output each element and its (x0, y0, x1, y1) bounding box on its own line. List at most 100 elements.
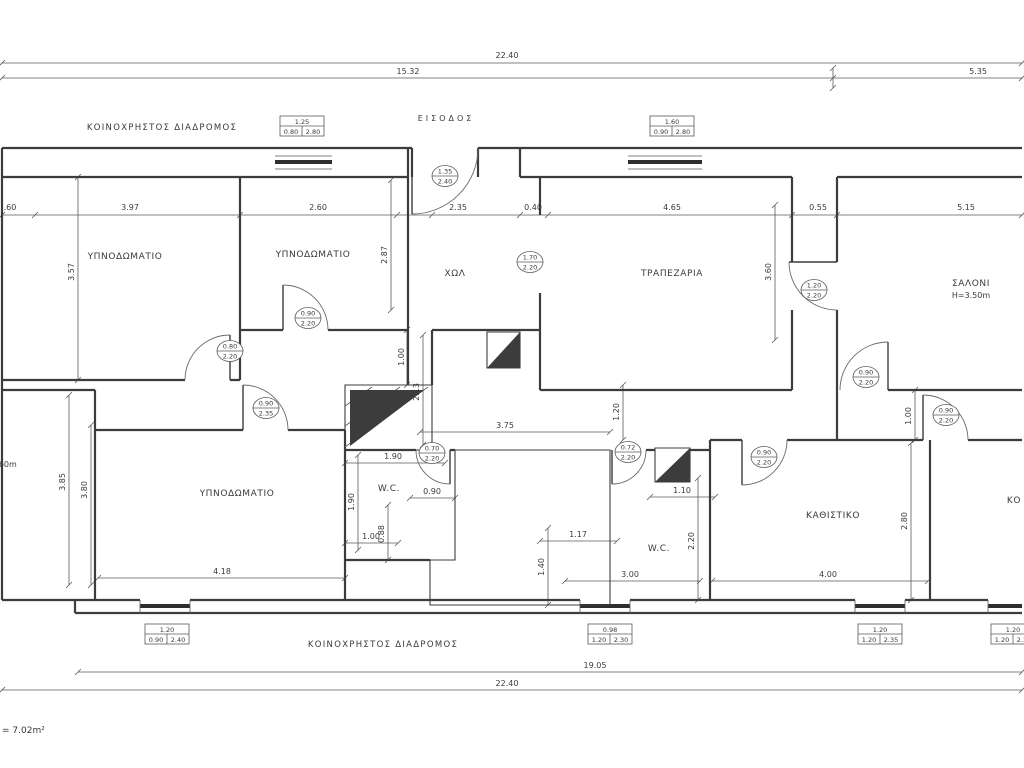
dimension-label: 0.90 (423, 487, 441, 496)
dim-tick (646, 493, 654, 501)
dim-tick (1018, 669, 1024, 676)
dimension-label: 22.40 (496, 679, 519, 688)
dim-tick (416, 428, 424, 436)
dim-tick (406, 494, 414, 502)
dim-tick (829, 64, 837, 72)
walls-layer (0, 146, 1022, 615)
dim-tick (829, 84, 837, 92)
dimension-label: 5.35 (969, 67, 987, 76)
room-height-label: H=3.50m (952, 291, 991, 300)
door-width-value: 0.72 (621, 444, 635, 452)
dimension-label: 3.00 (621, 570, 639, 579)
window-width-value: 0.98 (603, 626, 617, 634)
dimension-label: 0.88 (377, 525, 386, 543)
room-label: W.C. (378, 484, 400, 494)
dimension-label: 1.00 (904, 407, 913, 425)
dim-tick (1018, 75, 1024, 82)
dimension-label: 3.97 (121, 203, 139, 212)
dim-tick (619, 436, 627, 444)
dim-tick (771, 336, 779, 344)
dim-tick (771, 201, 779, 209)
door-width-value: 1.35 (438, 168, 452, 176)
dimension-label: 3.80 (80, 481, 89, 499)
dimension-label: 1.90 (384, 452, 402, 461)
area-note: = 7.02m² (2, 726, 45, 736)
dim-tick (87, 581, 95, 589)
duct-shading (655, 448, 690, 482)
dimension-label: 3.85 (58, 473, 67, 491)
door-width-value: 0.90 (259, 400, 273, 408)
dimension-label: 22.40 (496, 51, 519, 60)
dim-tick (694, 474, 702, 482)
dimension-label: 3.60 (764, 263, 773, 281)
window-frame-lines (139, 155, 989, 613)
dimension-label: 1.00 (397, 348, 406, 366)
door-width-value: 0.90 (301, 310, 315, 318)
corridor-top-label: ΚΟΙΝΟΧΡΗΣΤΟΣ ΔΙΑΔΡΟΜΟΣ (87, 123, 237, 133)
window-width-value: 1.60 (665, 118, 679, 126)
door-width-value: 0.90 (859, 369, 873, 377)
dim-tick (0, 74, 6, 81)
window-height-value: 2.80 (306, 128, 320, 136)
room-label: ΚΑΘΙΣΤΙΚΟ (806, 511, 860, 521)
door-leaves (229, 148, 924, 485)
dimension-label: 2.87 (380, 246, 389, 264)
dim-tick (384, 501, 392, 509)
window-height-value: 2.30 (1017, 636, 1024, 644)
room-label: ΤΡΑΠΕΖΑΡΙΑ (640, 269, 703, 279)
dim-tick (829, 74, 837, 82)
door-height-value: 2.20 (425, 455, 439, 463)
dim-tick (394, 539, 402, 547)
dim-tick (536, 537, 544, 545)
door-height-value: 2.20 (939, 417, 953, 425)
dimension-label: 1.10 (673, 486, 691, 495)
dim-tick (441, 459, 449, 467)
dimension-label: 2.20 (687, 532, 696, 550)
room-label: ΚΟ (1007, 496, 1021, 506)
window-sill-value: 0.90 (149, 636, 163, 644)
dim-tick (65, 581, 73, 589)
dim-tick (87, 421, 95, 429)
fixtures-layer (344, 331, 691, 606)
dimension-label: 1.40 (537, 558, 546, 576)
door-width-value: 1.70 (523, 254, 537, 262)
dim-tick (387, 306, 395, 314)
dim-tick (1018, 60, 1024, 67)
dim-tick (613, 537, 621, 545)
window-width-value: 1.20 (873, 626, 887, 634)
dim-tick (1018, 687, 1024, 694)
window-sill-value: 0.80 (284, 128, 298, 136)
dim-tick (428, 211, 436, 219)
room-label: ΥΠΝΟΔΩΜΑΤΙΟ (275, 250, 351, 260)
door-width-value: 0.90 (757, 449, 771, 457)
dimension-lines-layer (0, 59, 1024, 694)
dimension-label: 2.60 (309, 203, 327, 212)
dim-tick (0, 686, 6, 693)
dim-tick (544, 524, 552, 532)
column-shading (487, 332, 520, 368)
dimension-label: 0.55 (809, 203, 827, 212)
door-width-value: 0.70 (425, 445, 439, 453)
corridor-bottom-label: ΚΟΙΝΟΧΡΗΣΤΟΣ ΔΙΑΔΡΟΜΟΣ (308, 640, 458, 650)
dim-tick (516, 211, 524, 219)
dim-tick (619, 381, 627, 389)
room-label: ΣΑΛΟΝΙ (952, 279, 990, 289)
window-height-value: 2.30 (614, 636, 628, 644)
dimension-label: 3.60m (0, 460, 17, 469)
window-height-value: 2.40 (171, 636, 185, 644)
door-width-value: 1.20 (807, 282, 821, 290)
dimension-label: 1.20 (612, 403, 621, 421)
dim-tick (31, 211, 39, 219)
door-height-value: 2.20 (757, 459, 771, 467)
room-label: ΥΠΝΟΔΩΜΑΤΙΟ (87, 252, 163, 262)
dimension-label: 19.05 (584, 661, 607, 670)
dim-tick (544, 211, 552, 219)
dim-tick (606, 428, 614, 436)
dim-tick (419, 331, 427, 339)
dim-tick (354, 451, 362, 459)
dimension-label: 2.35 (449, 203, 467, 212)
dimension-label: 4.65 (663, 203, 681, 212)
window-sill-value: 0.90 (654, 128, 668, 136)
hatched-shaft (429, 449, 611, 606)
